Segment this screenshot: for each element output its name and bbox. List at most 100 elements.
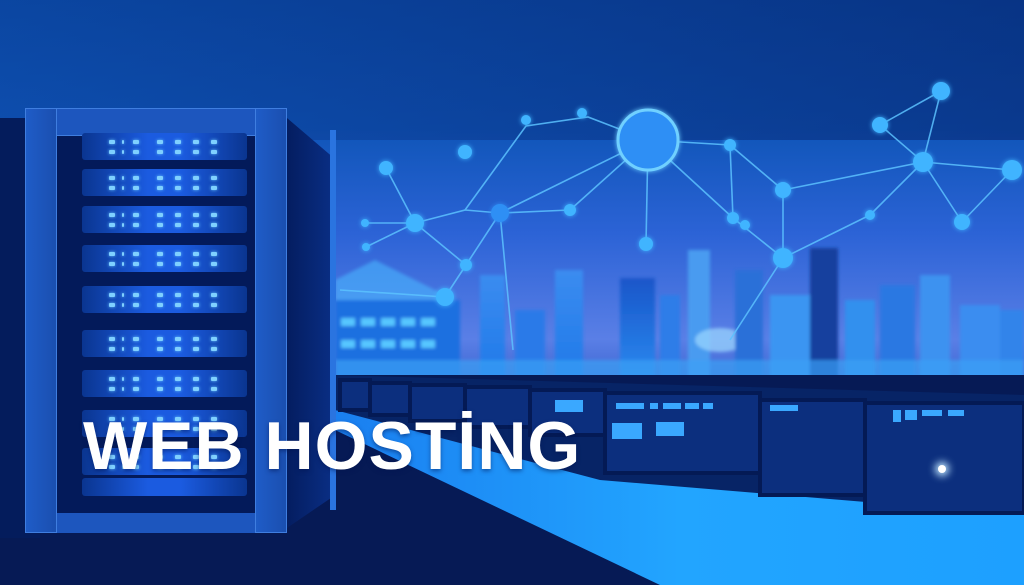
led-indicator: [193, 377, 199, 381]
led-indicator: [109, 223, 115, 227]
led-indicator: [211, 337, 217, 341]
led-indicator: [175, 347, 181, 351]
led-indicator: [175, 140, 181, 144]
headline-title: WEB HOSTİNG: [83, 408, 582, 484]
led-indicator: [122, 377, 124, 381]
led-indicator: [122, 293, 124, 297]
server-unit: [82, 133, 247, 160]
led-indicator: [157, 293, 163, 297]
led-indicator: [157, 377, 163, 381]
led-indicator: [157, 337, 163, 341]
led-indicator: [122, 252, 124, 256]
led-indicator: [193, 303, 199, 307]
led-indicator: [109, 293, 115, 297]
led-indicator: [133, 347, 139, 351]
led-indicator: [193, 337, 199, 341]
led-indicator: [157, 303, 163, 307]
led-indicator: [157, 140, 163, 144]
led-indicator: [211, 140, 217, 144]
led-indicator: [122, 465, 124, 469]
led-indicator: [109, 186, 115, 190]
led-indicator: [109, 150, 115, 154]
led-indicator: [175, 377, 181, 381]
led-indicator: [133, 427, 139, 431]
led-indicator: [109, 213, 115, 217]
led-indicator: [175, 150, 181, 154]
led-indicator: [133, 337, 139, 341]
led-indicator: [157, 252, 163, 256]
led-indicator: [122, 150, 124, 154]
led-indicator: [211, 213, 217, 217]
led-indicator: [122, 337, 124, 341]
led-indicator: [122, 213, 124, 217]
led-indicator: [133, 186, 139, 190]
led-indicator: [211, 176, 217, 180]
led-indicator: [211, 347, 217, 351]
led-indicator: [157, 176, 163, 180]
server-unit: [82, 206, 247, 233]
led-indicator: [122, 176, 124, 180]
led-indicator: [157, 455, 163, 459]
led-indicator: [193, 347, 199, 351]
led-indicator: [109, 262, 115, 266]
led-indicator: [122, 427, 124, 431]
led-indicator: [109, 387, 115, 391]
led-indicator: [193, 252, 199, 256]
server-unit: [82, 448, 247, 475]
led-indicator: [211, 303, 217, 307]
server-unit: [82, 410, 247, 437]
led-indicator: [133, 417, 139, 421]
led-indicator: [211, 150, 217, 154]
led-indicator: [175, 303, 181, 307]
led-indicator: [122, 140, 124, 144]
server-unit: [82, 370, 247, 397]
led-indicator: [193, 387, 199, 391]
led-indicator: [211, 223, 217, 227]
led-indicator: [133, 387, 139, 391]
led-indicator: [193, 223, 199, 227]
led-indicator: [157, 387, 163, 391]
light-glint: [938, 465, 946, 473]
led-indicator: [211, 465, 217, 469]
rack-side-panel: [287, 118, 335, 528]
led-indicator: [109, 347, 115, 351]
led-indicator: [133, 293, 139, 297]
led-indicator: [109, 176, 115, 180]
led-indicator: [157, 223, 163, 227]
led-indicator: [211, 427, 217, 431]
rack-top-frame: [25, 108, 287, 136]
led-indicator: [193, 465, 199, 469]
led-indicator: [122, 186, 124, 190]
led-indicator: [211, 455, 217, 459]
led-indicator: [133, 140, 139, 144]
rack-left-post: [25, 108, 57, 533]
led-indicator: [175, 186, 181, 190]
led-indicator: [157, 150, 163, 154]
led-indicator: [133, 455, 139, 459]
led-indicator: [133, 176, 139, 180]
led-indicator: [122, 455, 124, 459]
led-indicator: [133, 252, 139, 256]
led-indicator: [133, 465, 139, 469]
led-indicator: [122, 387, 124, 391]
led-indicator: [133, 262, 139, 266]
led-indicator: [157, 262, 163, 266]
led-indicator: [175, 176, 181, 180]
led-indicator: [175, 387, 181, 391]
city-skyline: [335, 248, 1024, 380]
led-indicator: [193, 213, 199, 217]
led-indicator: [133, 303, 139, 307]
server-unit: [82, 245, 247, 272]
led-indicator: [122, 303, 124, 307]
led-indicator: [193, 186, 199, 190]
led-indicator: [157, 465, 163, 469]
led-indicator: [122, 417, 124, 421]
server-rack: [25, 108, 287, 533]
led-indicator: [193, 140, 199, 144]
led-indicator: [193, 455, 199, 459]
led-indicator: [109, 455, 115, 459]
led-indicator: [109, 337, 115, 341]
led-indicator: [109, 377, 115, 381]
led-indicator: [193, 262, 199, 266]
led-indicator: [109, 303, 115, 307]
